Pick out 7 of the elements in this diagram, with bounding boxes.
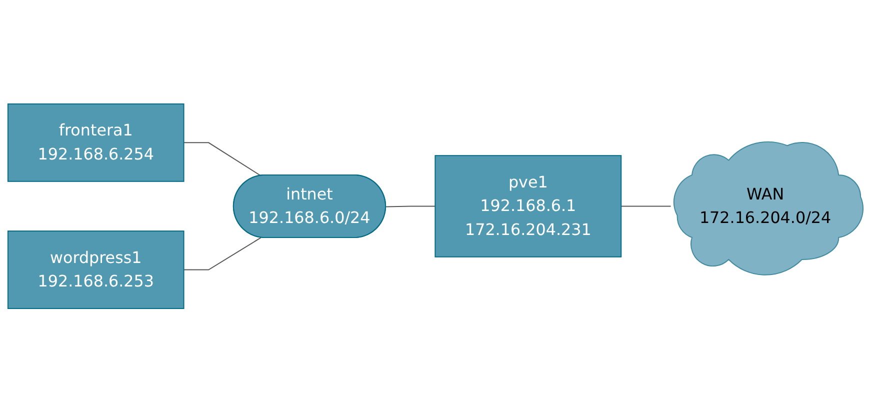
connector <box>620 206 672 207</box>
node-box: wordpress1 192.168.6.253 <box>7 230 184 310</box>
node-box: pve1 192.168.6.1 172.16.204.231 <box>434 155 622 258</box>
connector <box>183 142 262 177</box>
connector <box>183 237 262 271</box>
connector <box>386 206 436 208</box>
node-box: frontera1 192.168.6.254 <box>7 104 184 182</box>
